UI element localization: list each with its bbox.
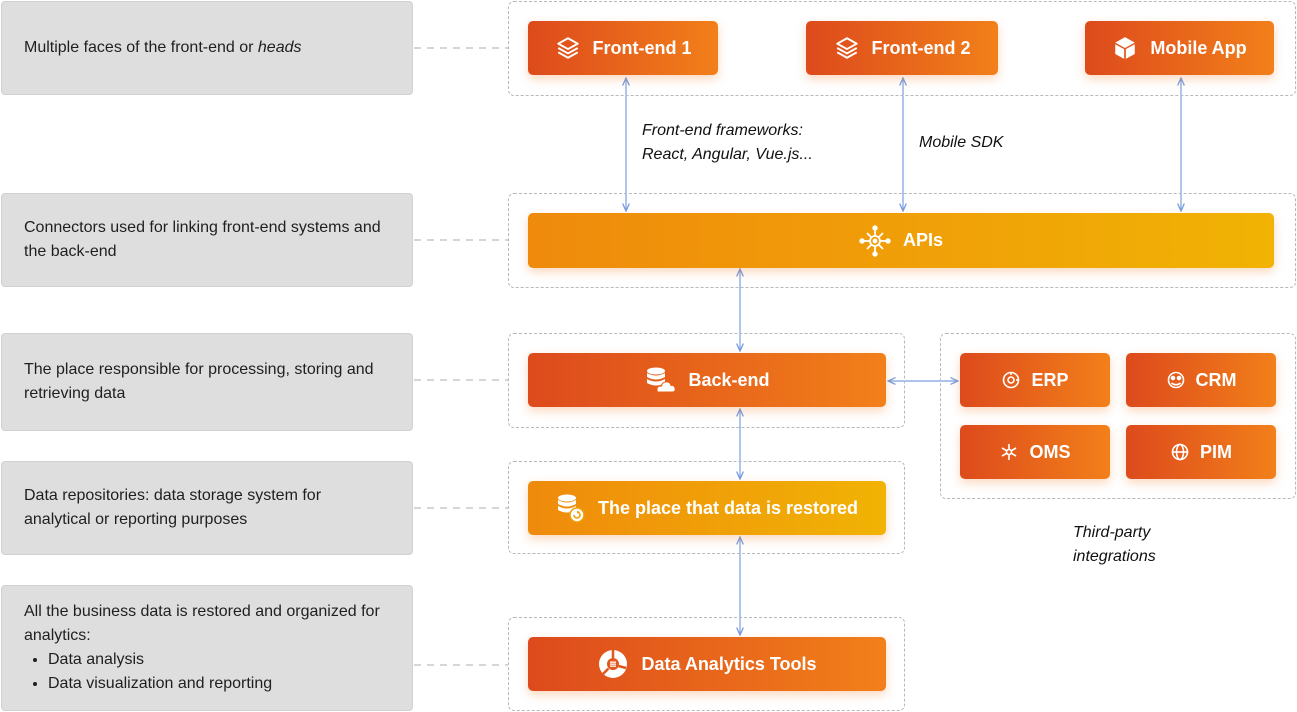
desc-backend-text: The place responsible for processing, st…	[24, 361, 374, 402]
mobile-sdk-note: Mobile SDK	[919, 131, 1003, 155]
desc-analytics-list: Data analysis Data visualization and rep…	[24, 648, 390, 696]
group-heads	[508, 1, 1296, 96]
backend-label: Back-end	[688, 369, 770, 390]
data-restore-node[interactable]: The place that data is restored	[528, 481, 886, 535]
backend-node[interactable]: Back-end	[528, 353, 886, 407]
desc-repositories-text: Data repositories: data storage system f…	[24, 487, 322, 528]
erp-node[interactable]: ERP	[960, 353, 1110, 407]
apis-label: APIs	[902, 230, 944, 250]
desc-heads: Multiple faces of the front-end or heads	[1, 1, 413, 95]
frontend-2-node[interactable]: Front-end 2	[806, 21, 998, 75]
desc-analytics: All the business data is restored and or…	[1, 585, 413, 711]
desc-repositories: Data repositories: data storage system f…	[1, 461, 413, 555]
frontend-1-node[interactable]: Front-end 1	[528, 21, 718, 75]
pim-node[interactable]: PIM	[1126, 425, 1276, 479]
users-circle-icon	[1166, 370, 1186, 390]
gear-target-icon	[1001, 370, 1021, 390]
group-third-party	[940, 333, 1296, 499]
group-analytics	[508, 617, 905, 711]
frontend-1-label: Front-end 1	[592, 37, 692, 58]
mobile-sdk-note-text: Mobile SDK	[919, 134, 1004, 151]
globe-icon	[1170, 442, 1190, 462]
desc-connectors: Connectors used for linking front-end sy…	[1, 193, 413, 287]
desc-connectors-text: Connectors used for linking front-end sy…	[24, 219, 381, 260]
third-party-note-line2: integrations	[1073, 548, 1156, 565]
database-restore-icon	[556, 493, 586, 523]
apis-node[interactable]: APIs	[528, 213, 1274, 268]
frameworks-note-line2: React, Angular, Vue.js...	[642, 146, 813, 163]
mobile-app-label: Mobile App	[1150, 37, 1247, 58]
frameworks-note: Front-end frameworks: React, Angular, Vu…	[642, 119, 813, 167]
dashed-leader-lines	[414, 47, 508, 666]
frontend-2-label: Front-end 2	[871, 37, 971, 58]
third-party-note: Third-party integrations	[1073, 521, 1156, 569]
group-restore	[508, 461, 905, 554]
pim-label: PIM	[1199, 441, 1232, 462]
group-apis	[508, 193, 1296, 288]
crm-label: CRM	[1195, 369, 1237, 390]
pie-chart-icon	[597, 648, 629, 680]
network-hub-icon	[859, 224, 891, 257]
desc-analytics-intro: All the business data is restored and or…	[24, 603, 380, 644]
cube-icon	[1112, 35, 1138, 61]
desc-backend: The place responsible for processing, st…	[1, 333, 413, 431]
desc-analytics-item: Data analysis	[48, 648, 390, 672]
frameworks-note-line1: Front-end frameworks:	[642, 122, 803, 139]
desc-heads-text: Multiple faces of the front-end or	[24, 39, 258, 56]
desc-analytics-item: Data visualization and reporting	[48, 672, 390, 696]
database-cloud-icon	[644, 366, 677, 394]
mobile-app-node[interactable]: Mobile App	[1085, 21, 1274, 75]
layers-icon	[834, 35, 860, 61]
data-restore-label: The place that data is restored	[597, 497, 859, 518]
oms-label: OMS	[1029, 441, 1071, 462]
erp-label: ERP	[1031, 369, 1069, 390]
analytics-tools-label: Data Analytics Tools	[641, 653, 817, 674]
third-party-note-line1: Third-party	[1073, 524, 1151, 541]
analytics-tools-node[interactable]: Data Analytics Tools	[528, 637, 886, 691]
group-backend	[508, 333, 905, 428]
desc-heads-italic: heads	[257, 39, 302, 56]
oms-node[interactable]: OMS	[960, 425, 1110, 479]
network-nodes-icon	[999, 442, 1019, 462]
layers-icon	[555, 35, 581, 61]
crm-node[interactable]: CRM	[1126, 353, 1276, 407]
